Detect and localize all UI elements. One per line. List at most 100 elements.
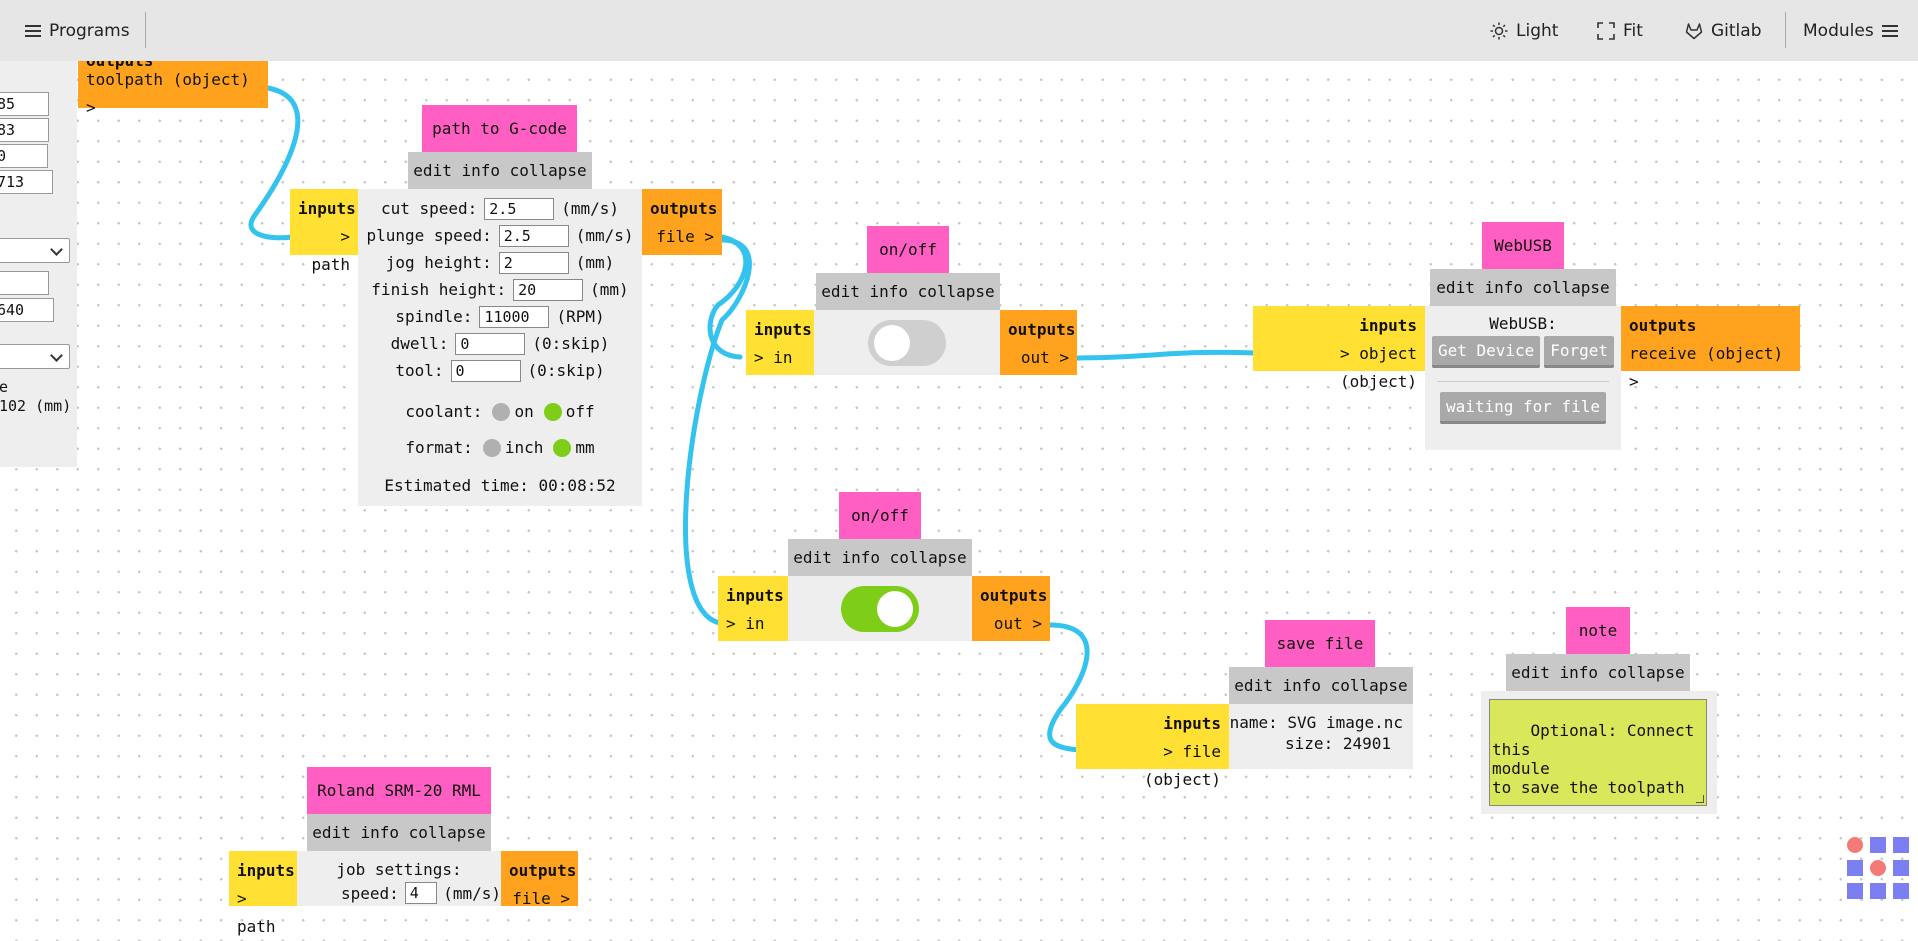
field-label: finish height: — [371, 280, 507, 299]
object-input-label: > object (object) — [1339, 344, 1417, 391]
webusb-label: WebUSB: — [1489, 314, 1557, 333]
speed-input[interactable]: 4 — [404, 882, 438, 904]
resize-handle[interactable] — [1696, 795, 1704, 803]
onoff-1-output-port[interactable]: outputs out > — [1000, 310, 1077, 375]
roland-title[interactable]: Roland SRM-20 RML — [307, 767, 491, 814]
file-output-port[interactable]: outputs file > — [642, 189, 722, 255]
inputs-label: inputs — [298, 199, 356, 218]
format-mm-label: mm — [575, 438, 595, 457]
roland-menu[interactable]: edit info collapse — [307, 814, 491, 851]
light-label: Light — [1516, 20, 1559, 41]
dwell-row: dwell: 0 (0:skip) — [358, 330, 642, 357]
roland-output-port[interactable]: outputs file > — [501, 851, 578, 908]
outputs-label: outputs — [650, 199, 718, 218]
speed-row: speed: 4 (mm/s) — [341, 882, 501, 904]
field-unit: (0:skip) — [527, 361, 605, 380]
onoff-1-menu[interactable]: edit info collapse — [816, 273, 1000, 310]
webusb-menu[interactable]: edit info collapse — [1430, 269, 1616, 306]
save-file-menu[interactable]: edit info collapse — [1229, 667, 1413, 704]
outputs-label: outputs — [1008, 320, 1076, 339]
onoff-2-input-port[interactable]: inputs > in — [718, 576, 788, 641]
tool-row: tool: 0 (0:skip) — [358, 357, 642, 384]
plunge-speed-row: plunge speed: 2.5 (mm/s) — [358, 222, 642, 249]
gitlab-link[interactable]: Gitlab — [1685, 0, 1762, 61]
left-select[interactable] — [0, 344, 70, 369]
left-value-field[interactable]: 0 — [0, 144, 48, 168]
toolpath-output-port[interactable]: outputs toolpath (object) > — [78, 53, 268, 117]
left-value-field[interactable]: 640 — [0, 298, 54, 322]
finish-height-row: finish height: 20 (mm) — [358, 276, 642, 303]
cut-speed-row: cut speed: 2.5 (mm/s) — [358, 195, 642, 222]
programs-menu-button[interactable]: Programs — [25, 0, 130, 61]
onoff-2-title[interactable]: on/off — [839, 492, 921, 539]
onoff-2-menu[interactable]: edit info collapse — [788, 539, 972, 576]
waiting-row: waiting for file — [1425, 392, 1621, 424]
path-to-gcode-title[interactable]: path to G-code — [422, 105, 577, 152]
left-select[interactable] — [0, 238, 70, 263]
modules-menu-button[interactable]: Modules — [1803, 0, 1898, 61]
coolant-off-radio[interactable] — [543, 402, 562, 421]
left-value-field[interactable] — [0, 271, 49, 295]
onoff-2-toggle[interactable] — [841, 585, 919, 632]
spindle-input[interactable]: 11000 — [479, 305, 550, 328]
webusb-button-row: Get Device Forget — [1425, 336, 1621, 368]
dwell-input[interactable]: 0 — [455, 332, 526, 355]
jog-height-input[interactable]: 2 — [498, 251, 569, 274]
waiting-for-file-button[interactable]: waiting for file — [1439, 392, 1607, 424]
webusb-output-port[interactable]: outputs receive (object) > — [1621, 306, 1800, 391]
outputs-label: outputs — [980, 586, 1048, 605]
note-title[interactable]: note — [1566, 607, 1630, 654]
webusb-title[interactable]: WebUSB — [1482, 222, 1564, 269]
toolpath-output-label: toolpath (object) > — [86, 70, 250, 117]
jog-height-row: jog height: 2 (mm) — [358, 249, 642, 276]
field-label: dwell: — [390, 334, 449, 353]
webusb-body: WebUSB: Get Device Forget waiting for fi… — [1425, 306, 1621, 450]
webusb-input-port[interactable]: inputs > object (object) — [1253, 306, 1425, 391]
coolant-off-label: off — [565, 402, 595, 421]
save-file-title[interactable]: save file — [1265, 620, 1375, 667]
format-inch-radio[interactable] — [482, 438, 501, 457]
cut-speed-input[interactable]: 2.5 — [484, 197, 555, 220]
coolant-on-radio[interactable] — [492, 402, 511, 421]
modules-label: Modules — [1803, 20, 1874, 41]
onoff-2-body — [788, 576, 972, 641]
format-mm-radio[interactable] — [553, 438, 572, 457]
left-value-field[interactable]: 83 — [0, 118, 49, 142]
onoff-1-input-port[interactable]: inputs > in — [746, 310, 814, 375]
fit-button[interactable]: Fit — [1597, 0, 1643, 61]
light-theme-button[interactable]: Light — [1490, 0, 1558, 61]
file-input-label: > file (object) — [1143, 742, 1221, 789]
left-text: e — [0, 378, 9, 396]
file-output-label: file > — [512, 889, 570, 908]
file-size: size: 24901 — [1285, 734, 1391, 753]
left-value-field[interactable]: 713 — [0, 170, 53, 194]
format-label: format: — [405, 438, 473, 457]
format-row: format: inch mm — [358, 434, 642, 461]
field-unit: (mm) — [590, 280, 629, 299]
plunge-speed-input[interactable]: 2.5 — [498, 224, 569, 247]
coolant-label: coolant: — [405, 402, 483, 421]
onoff-1-toggle[interactable] — [868, 319, 946, 366]
speed-label: speed: — [341, 883, 399, 903]
finish-height-input[interactable]: 20 — [513, 278, 584, 301]
tool-input[interactable]: 0 — [450, 359, 521, 382]
save-file-input-port[interactable]: inputs > file (object) — [1076, 704, 1229, 789]
inputs-label: inputs — [754, 320, 812, 339]
onoff-2-output-port[interactable]: outputs out > — [972, 576, 1050, 641]
path-input-label: > path — [311, 227, 350, 274]
path-to-gcode-menu[interactable]: edit info collapse — [408, 152, 592, 189]
roland-input-port[interactable]: inputs > path — [229, 851, 297, 936]
note-textarea[interactable]: Optional: Connect this module to save th… — [1489, 699, 1707, 806]
get-device-button[interactable]: Get Device — [1431, 336, 1541, 368]
forget-button[interactable]: Forget — [1544, 336, 1615, 368]
note-menu[interactable]: edit info collapse — [1506, 654, 1690, 691]
path-input-port[interactable]: inputs > path — [290, 189, 358, 274]
inputs-label: inputs — [1359, 316, 1417, 335]
divider — [145, 12, 146, 48]
path-to-gcode-body: cut speed: 2.5 (mm/s) plunge speed: 2.5 … — [358, 189, 642, 506]
wire-onoff2-to-savefile — [1047, 622, 1090, 753]
field-label: cut speed: — [380, 199, 478, 218]
left-value-field[interactable]: 85 — [0, 92, 49, 116]
out-label: out > — [1020, 348, 1069, 367]
onoff-1-title[interactable]: on/off — [867, 226, 949, 273]
